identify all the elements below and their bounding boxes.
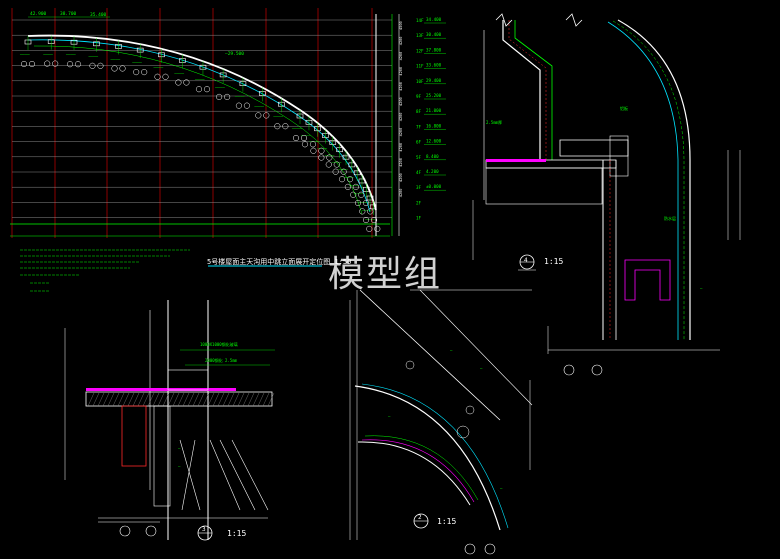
detail-3-number: 3: [202, 526, 206, 533]
elevation-label: 8.400: [426, 154, 439, 159]
svg-text:────: ────: [300, 132, 311, 137]
detail-4-scale: 1:15: [544, 257, 564, 266]
svg-text:防水层: 防水层: [664, 215, 676, 221]
detail-2-scale: 1:15: [437, 517, 457, 526]
svg-text:────: ────: [19, 52, 30, 57]
floor-height-dimension: 4200: [399, 67, 403, 76]
floor-label: 9F: [416, 94, 422, 99]
svg-text:—: —: [450, 348, 453, 353]
floor-height-dimension: 4200: [399, 189, 403, 198]
floor-height-dimension: 4200: [399, 37, 403, 46]
elevation-label: 16.800: [426, 123, 442, 128]
floor-height-dimension: 4200: [399, 97, 403, 106]
detail-3-section: 1000X1000钢化玻璃 2000钢化 2.5mm — —: [64, 300, 275, 541]
svg-text:────: ────: [152, 65, 163, 70]
drawing-title: 5号楼屋面主天沟用中跳立面展开定位图 1:50: [207, 258, 352, 266]
svg-text:38.700: 38.700: [60, 11, 77, 17]
floor-label: 13F: [416, 33, 424, 38]
elevation-label: 30.400: [426, 32, 442, 37]
svg-text:────: ────: [65, 52, 76, 57]
detail-3-scale: 1:15: [227, 529, 247, 538]
floor-height-dimension: 4200: [399, 143, 403, 152]
elevation-label: 21.000: [426, 108, 442, 113]
svg-text:────: ────: [331, 160, 342, 165]
detail-4-section: 2.5mm厚 铝板 防水层 —: [472, 13, 741, 376]
svg-text:────: ────: [110, 56, 121, 61]
floor-height-dimension: 4500: [399, 21, 403, 30]
floor-label: 12F: [416, 48, 424, 53]
svg-text:────: ────: [173, 70, 184, 75]
floor-label: 4F: [416, 170, 422, 175]
floor-label: 7F: [416, 124, 422, 129]
svg-text:—: —: [178, 464, 181, 469]
elevation-label: 34.400: [426, 17, 442, 22]
floor-height-dimension: 4200: [399, 158, 403, 167]
svg-text:────: ────: [343, 175, 354, 180]
floor-label: 6F: [416, 140, 422, 145]
svg-text:────: ────: [214, 85, 225, 90]
svg-text:—: —: [700, 286, 703, 291]
floor-height-dimension: 4200: [399, 82, 403, 91]
floor-height-dimension: 4200: [399, 52, 403, 61]
svg-text:1000X1000钢化玻璃: 1000X1000钢化玻璃: [200, 341, 238, 347]
svg-text:2.5mm厚: 2.5mm厚: [486, 120, 502, 125]
floor-label: 10F: [416, 79, 424, 84]
svg-text:35.400: 35.400: [90, 12, 107, 18]
svg-text:2000钢化 2.5mm: 2000钢化 2.5mm: [205, 357, 238, 363]
floor-height-dimension: 4200: [399, 113, 403, 122]
svg-text:────: ────: [364, 217, 375, 222]
svg-text:────: ────: [234, 94, 245, 99]
svg-text:────: ────: [272, 114, 283, 119]
svg-text:—: —: [178, 446, 181, 451]
elevation-label: ±0.000: [426, 184, 442, 189]
facade-elevation: ────────────────────────────────────────…: [10, 8, 446, 238]
svg-text:—: —: [388, 414, 391, 419]
svg-text:────: ────: [348, 183, 359, 188]
svg-text:────: ────: [337, 167, 348, 172]
floor-label: 5F: [416, 155, 422, 160]
svg-text:42.900: 42.900: [30, 11, 47, 17]
floor-label: 14F: [416, 18, 424, 23]
svg-text:────: ────: [308, 139, 319, 144]
svg-text:────: ────: [87, 54, 98, 59]
floor-label: 1F: [416, 216, 422, 221]
floor-label: 8F: [416, 109, 422, 114]
elevation-label: 37.800: [426, 47, 442, 52]
floor-height-dimension: 4200: [399, 128, 403, 137]
svg-text:—: —: [480, 366, 483, 371]
svg-text:────: ────: [131, 60, 142, 65]
svg-text:────: ────: [361, 208, 372, 213]
svg-text:—: —: [500, 486, 503, 491]
notes-block: [20, 249, 322, 292]
elevation-label: 33.600: [426, 63, 442, 68]
floor-height-dimension: 4200: [399, 173, 403, 182]
elevation-label: 25.200: [426, 93, 442, 98]
elevation-label: 12.600: [426, 139, 442, 144]
svg-text:────: ────: [42, 52, 53, 57]
elevation-label: 29.400: [426, 78, 442, 83]
detail-2-section: — — — —: [349, 289, 533, 555]
elevation-label: 4.200: [426, 169, 439, 174]
svg-text:────: ────: [291, 126, 302, 131]
svg-text:—29.500: —29.500: [225, 51, 244, 57]
svg-text:────: ────: [357, 199, 368, 204]
floor-label: 3F: [416, 185, 422, 190]
svg-text:────: ────: [324, 153, 335, 158]
svg-text:────: ────: [194, 77, 205, 82]
detail-2-number: 2: [418, 514, 422, 521]
floor-label: 2F: [416, 200, 422, 205]
floor-label: 11F: [416, 64, 424, 69]
svg-text:────: ────: [253, 103, 264, 108]
detail-4-number: 4: [524, 257, 528, 264]
svg-text:铝板: 铝板: [620, 105, 628, 111]
